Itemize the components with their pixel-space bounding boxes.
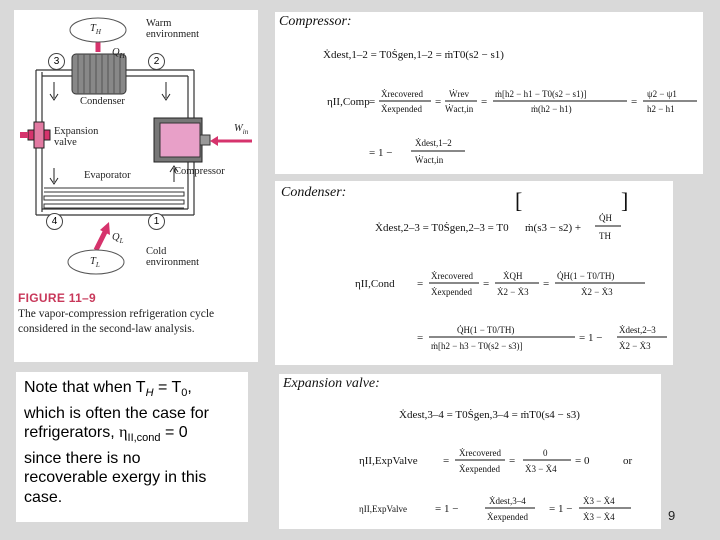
cond-eq3-f2-num: Ẋdest,2–3 [619,325,656,335]
exp-eq3-lhs: ηII,ExpValve [359,504,407,514]
svg-text:=: = [369,96,375,108]
note-line-3: refrigerators, ηII,cond = 0 [24,423,246,449]
expansion-valve [20,122,50,148]
note-line-1: Note that when TH = T0, [24,378,246,404]
exp-eq3-mid: = 1 − [435,503,458,515]
cond-eq3-mid: = 1 − [579,332,602,344]
exp-eq2-tail: = 0 [575,455,590,467]
cond-eq3-f2-den: Ẋ2 − Ẋ3 [619,341,651,351]
exp-f2-num: 0 [543,448,548,458]
svg-text:=: = [435,96,441,108]
compressor-piston [160,123,200,157]
comp-eq3-num: Ẋdest,1–2 [415,138,452,148]
th-label: TH [90,23,101,38]
evaporator-coil [44,188,184,208]
cond-eq3-f1-num: Q̇H(1 − T0/TH) [457,325,514,335]
compressor-eq1: Ẋdest,1–2 = T0Ṡgen,1–2 = ṁT0(s2 − s1) [323,49,504,61]
note-line-4: since there is no [24,449,246,469]
note-line-5: recoverable exergy in this [24,468,246,488]
cold-environment-label: Cold environment [146,246,216,268]
compressor-eq2-lhs: ηII,Comp [327,96,370,108]
ql-label: QL [112,232,124,247]
state-4-marker: 4 [46,213,63,230]
cond-eq3-f1-den: ṁ[h2 − h3 − T0(s2 − s3)] [431,341,523,351]
expansion-valve-equations-panel: Expansion valve: Ẋdest,3–4 = T0Ṡgen,3–4 … [279,374,661,529]
cond-eq1-bracket: ṁ(s3 − s2) + [525,222,581,234]
cond-f3-den: Ẋ2 − Ẋ3 [581,287,613,297]
comp-f3-num: ṁ[h2 − h1 − T0(s2 − s1)] [495,89,587,99]
cond-f1-den: Ẋexpended [431,287,472,297]
figure-caption-text: The vapor-compression refrigeration cycl… [18,307,243,336]
exp-eq3-f2-num: Ẋ3 − Ẋ4 [583,496,615,506]
state-1-marker: 1 [148,213,165,230]
exp-eq3-f1-den: Ẋexpended [487,512,528,522]
svg-text:=: = [417,278,423,290]
cond-f1-num: Ẋrecovered [431,271,473,281]
comp-f2-den: Ẇact,in [445,104,474,114]
exp-eq3-f1-num: Ẋdest,3–4 [489,496,526,506]
svg-text:=: = [481,96,487,108]
cond-f2-den: Ẋ2 − Ẋ3 [497,287,529,297]
note-text: Note that when TH = T0, which is often t… [24,378,246,507]
comp-f1-num: Ẋrecovered [381,89,423,99]
warm-environment-label: Warm environment [146,18,226,40]
svg-text:=: = [543,278,549,290]
page-number: 9 [668,508,675,523]
exp-eq2-or: or [623,455,633,467]
cond-eq1-den: TH [599,231,611,241]
cond-f3-num: Q̇H(1 − T0/TH) [557,271,614,281]
comp-f3-den: ṁ(h2 − h1) [531,104,572,114]
condenser-label: Condenser [80,96,125,107]
cond-eq2-lhs: ηII,Cond [355,278,395,290]
figure-panel: Warm environment TH QH Condenser Expansi… [14,10,258,362]
exp-eq3-tail: = 1 − [549,503,572,515]
svg-text:=: = [509,455,515,467]
exp-eq3-f2-den: Ẋ3 − Ẋ4 [583,512,615,522]
figure-caption-title: FIGURE 11–9 [18,291,96,305]
condenser-equations: Ẋdest,2–3 = T0Ṡgen,2–3 = T0 [ ṁ(s3 − s2)… [275,181,673,365]
comp-eq3-prefix: = 1 − [369,147,392,159]
comp-f1-den: Ẋexpended [381,104,422,114]
cond-eq1-num: Q̇H [599,213,612,223]
cond-f2-num: ẊQH [503,271,523,281]
compressor-equations-panel: Compressor: Ẋdest,1–2 = T0Ṡgen,1–2 = ṁT0… [275,12,703,174]
comp-eq3-den: Ẇact,in [415,155,444,165]
comp-f4-den: h2 − h1 [647,104,675,114]
note-line-6: case. [24,488,246,508]
state-2-marker: 2 [148,53,165,70]
note-box: Note that when TH = T0, which is often t… [16,372,248,522]
exp-eq1: Ẋdest,3–4 = T0Ṡgen,3–4 = ṁT0(s4 − s3) [399,409,580,421]
evaporator-label: Evaporator [84,170,131,181]
cond-eq1: Ẋdest,2–3 = T0Ṡgen,2–3 = T0 [375,222,509,234]
tl-label: TL [90,256,100,271]
note-line-2: which is often the case for [24,404,246,424]
expansion-equations: Ẋdest,3–4 = T0Ṡgen,3–4 = ṁT0(s4 − s3) ηI… [279,374,661,529]
svg-text:=: = [443,455,449,467]
comp-f4-num: ψ2 − ψ1 [647,89,677,99]
qh-label: QH [112,47,125,62]
svg-text:]: ] [621,188,628,213]
piston-rod [200,135,210,145]
compressor-equations: Ẋdest,1–2 = T0Ṡgen,1–2 = ṁT0(s2 − s1) ηI… [275,12,703,174]
svg-text:=: = [631,96,637,108]
state-3-marker: 3 [48,53,65,70]
exp-eq2-lhs: ηII,ExpValve [359,455,418,467]
compressor-label: Compressor [174,166,225,177]
svg-text:=: = [417,332,423,344]
svg-text:[: [ [515,188,522,213]
svg-text:=: = [483,278,489,290]
exp-f1-num: Ẋrecovered [459,448,501,458]
exp-f1-den: Ẋexpended [459,464,500,474]
expansion-valve-label: Expansion valve [54,126,114,148]
condenser-equations-panel: Condenser: Ẋdest,2–3 = T0Ṡgen,2–3 = T0 [… [275,181,673,365]
w-in-label: Win [234,123,248,138]
comp-f2-num: Ẇrev [449,89,469,99]
exp-f2-den: Ẋ3 − Ẋ4 [525,464,557,474]
